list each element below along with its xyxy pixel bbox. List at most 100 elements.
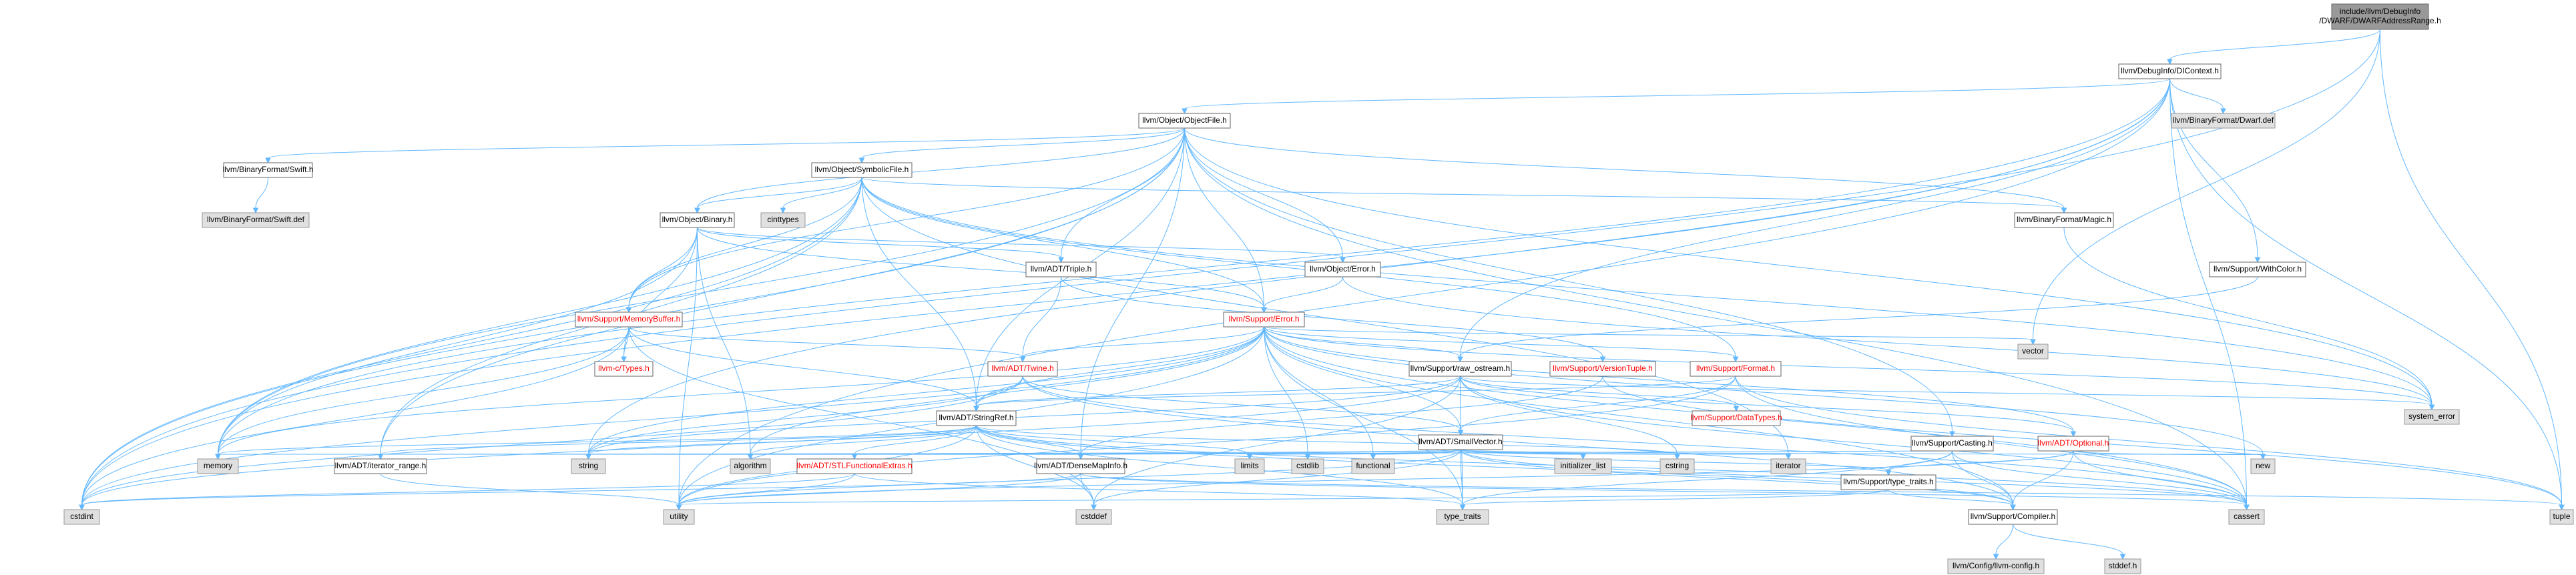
node-box [796,458,913,474]
node-stringref[interactable]: llvm/ADT/StringRef.h [936,410,1017,426]
node-label: llvm/ADT/Twine.h [991,364,1053,373]
node-objerror[interactable]: llvm/Object/Error.h [1304,261,1381,277]
node-label: llvm/ADT/StringRef.h [939,413,1013,422]
node-label: llvm-c/Types.h [598,364,650,373]
edge-rawostream-to-datatypes [1460,376,1740,412]
node-swift[interactable]: llvm/BinaryFormat/Swift.h [222,162,314,178]
node-box [936,410,1017,426]
node-systemerror: system_error [2404,409,2460,425]
node-optional[interactable]: llvm/ADT/Optional.h [2037,436,2109,452]
node-versiontuple[interactable]: llvm/Support/VersionTuple.h [1549,361,1656,377]
edge-supporterror-to-smallvector [1264,326,1464,436]
node-datatypes[interactable]: llvm/Support/DataTypes.h [1690,410,1782,426]
edge-densemapinfo-to-cstddef [1080,473,1097,511]
node-ctypes[interactable]: llvm-c/Types.h [594,361,654,377]
node-dwarfdef: llvm/BinaryFormat/Dwarf.def [2171,113,2276,129]
node-box [2014,212,2114,228]
node-box [2017,344,2049,360]
node-box [1554,458,1612,474]
edge-optional-to-new [2073,450,2266,460]
edge-objectfile-to-triple [1058,127,1185,263]
node-iterator: iterator [1770,458,1806,474]
node-label: llvm/Support/MemoryBuffer.h [577,314,681,324]
node-label: llvm/Object/ObjectFile.h [1142,115,1227,125]
node-cstdlib: cstdlib [1291,458,1324,474]
node-label: llvm/Object/SymbolicFile.h [815,165,909,174]
node-limits: limits [1234,458,1265,474]
node-label: new [2256,461,2270,470]
node-label: llvm/Support/type_traits.h [1843,477,1933,486]
node-stddef: stddef.h [2104,558,2141,574]
node-box [1138,113,1231,129]
node-format[interactable]: llvm/Support/Format.h [1690,361,1782,377]
edge-dicontext-to-withcolor [2169,78,2261,263]
node-magic[interactable]: llvm/BinaryFormat/Magic.h [2014,212,2114,228]
edge-smallvector-to-functional [1370,449,1461,460]
node-compiler[interactable]: llvm/Support/Compiler.h [1968,509,2058,525]
node-label: llvm/Object/Binary.h [662,215,733,224]
edge-binary-to-triple [697,227,1064,263]
node-new: new [2250,458,2276,474]
node-iteratorrange[interactable]: llvm/ADT/iterator_range.h [334,458,427,474]
edge-binary-to-utility [676,227,698,511]
node-withcolor[interactable]: llvm/Support/WithColor.h [2209,261,2306,277]
edge-supporterror-to-vector [1264,326,2036,346]
node-box [1692,410,1781,426]
node-label: llvm/Support/Casting.h [1912,438,1993,448]
node-typetraitsh[interactable]: llvm/Support/type_traits.h [1840,474,1937,490]
edge-supporterror-to-new [1264,326,2266,460]
edge-binary-to-supporterror [697,227,1267,314]
edge-symbolicfile-to-stringref [861,177,979,412]
edge-objectfile-to-symbolicfile [858,127,1185,164]
node-label: cassert [2234,512,2260,521]
node-root: include/llvm/DebugInfo/DWARF/DWARFAddres… [2319,3,2441,30]
edge-swift-to-swiftdef [252,177,268,214]
edge-binary-to-objerror [697,227,1346,263]
node-casting[interactable]: llvm/Support/Casting.h [1910,436,1994,452]
node-smallvector[interactable]: llvm/ADT/SmallVector.h [1418,434,1503,450]
node-label: cstddef [1081,512,1107,521]
node-symbolicfile[interactable]: llvm/Object/SymbolicFile.h [811,162,913,178]
edge-objectfile-to-swift [265,127,1185,164]
node-label: /DWARF/DWARFAddressRange.h [2319,16,2441,25]
node-label: utility [670,512,688,521]
node-box [223,162,313,178]
node-triple[interactable]: llvm/ADT/Triple.h [1025,261,1097,277]
node-box [2037,436,2109,452]
node-layer: include/llvm/DebugInfo/DWARF/DWARFAddres… [63,3,2574,574]
edge-optional-to-cassert [2073,450,2250,511]
node-box [1910,436,1994,452]
node-cassert: cassert [2228,509,2265,525]
node-densemapinfo[interactable]: llvm/ADT/DenseMapInfo.h [1034,458,1127,474]
node-label: llvm/DebugInfo/DIContext.h [2121,66,2219,75]
node-rawostream[interactable]: llvm/Support/raw_ostream.h [1408,361,1512,377]
edge-densemapinfo-to-cassert [1080,473,2250,511]
node-box [1840,474,1937,490]
node-string: string [571,458,606,474]
node-binary[interactable]: llvm/Object/Binary.h [660,212,735,228]
node-label: cinttypes [767,215,798,224]
node-box [811,162,913,178]
node-label: llvm/Support/Format.h [1696,364,1775,373]
edge-smallvector-to-limits [1246,449,1461,460]
node-box [1770,458,1806,474]
node-twine[interactable]: llvm/ADT/Twine.h [987,361,1058,377]
node-label: iterator [1776,461,1800,470]
node-dicontext[interactable]: llvm/DebugInfo/DIContext.h [2118,63,2222,79]
node-stlfunctional[interactable]: llvm/ADT/STLFunctionalExtras.h [796,458,913,474]
node-memorybuffer[interactable]: llvm/Support/MemoryBuffer.h [575,312,683,328]
node-vector: vector [2017,344,2049,360]
node-box [2104,558,2141,574]
node-objectfile[interactable]: llvm/Object/ObjectFile.h [1138,113,1231,129]
node-box [594,361,654,377]
node-label: type_traits [1444,512,1481,521]
node-box [663,509,695,525]
node-supporterror[interactable]: llvm/Support/Error.h [1223,312,1305,328]
node-label: llvm/Support/VersionTuple.h [1553,364,1653,373]
edge-dicontext-to-tuple [2169,78,2565,511]
node-box [660,212,735,228]
edge-objectfile-to-memory [215,127,1185,460]
edge-memorybuffer-to-twine [628,326,1026,363]
node-box [63,509,100,525]
edge-supporterror-to-twine [1019,326,1264,363]
